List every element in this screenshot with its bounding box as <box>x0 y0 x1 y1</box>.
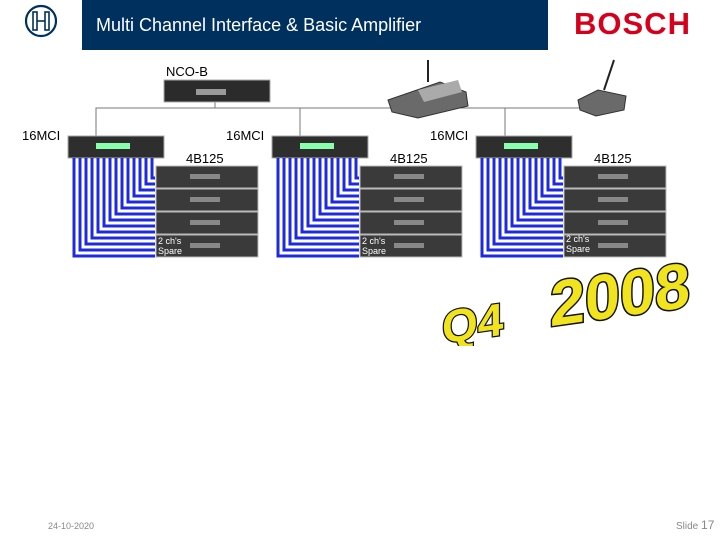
year-text: 2008 <box>550 260 690 340</box>
nco-b-label: NCO-B <box>166 64 208 79</box>
slide-number: Slide 17 <box>676 518 714 532</box>
logo-area <box>0 0 82 50</box>
spare-line-1: 2 ch's <box>362 236 386 246</box>
spare-label-1: 2 ch's Spare <box>158 236 182 256</box>
quarter-text: Q4 <box>442 293 504 346</box>
group-1 <box>67 135 259 258</box>
chairman-console-icon <box>387 60 469 119</box>
slide-number-value: 17 <box>701 518 715 532</box>
amplifier-stack <box>155 165 259 258</box>
amp-label-2: 4B125 <box>390 151 428 166</box>
delegate-console-icon <box>577 59 627 117</box>
amplifier-stack <box>359 165 463 258</box>
channel-cables <box>276 158 359 258</box>
spare-line-2: Spare <box>158 246 183 256</box>
bosch-armature-icon <box>24 4 58 38</box>
nco-b-unit <box>163 79 271 103</box>
mci-label-2: 16MCI <box>226 128 265 143</box>
amplifier-stack <box>563 165 667 258</box>
mci-label-3: 16MCI <box>430 128 469 143</box>
footer-date: 24-10-2020 <box>48 521 95 531</box>
spare-line-1: 2 ch's <box>158 236 182 246</box>
mci-unit <box>271 135 369 159</box>
header-bar: Multi Channel Interface & Basic Amplifie… <box>0 0 720 50</box>
brand-logo: BOSCH <box>574 6 691 41</box>
amp-label-1: 4B125 <box>186 151 224 166</box>
spare-line-2: Spare <box>362 246 387 256</box>
slide-label: Slide <box>676 521 699 532</box>
mci-unit <box>67 135 165 159</box>
amp-label-3: 4B125 <box>594 151 632 166</box>
channel-cables <box>72 158 155 258</box>
spare-line-1: 2 ch's <box>566 234 590 244</box>
spare-label-2: 2 ch's Spare <box>362 236 386 256</box>
network-cable <box>95 100 606 138</box>
mci-unit <box>475 135 573 159</box>
group-2 <box>271 135 463 258</box>
group-3 <box>475 135 667 258</box>
mci-label-1: 16MCI <box>22 128 61 143</box>
channel-cables <box>480 158 563 258</box>
title-band <box>82 0 548 50</box>
spare-label-3: 2 ch's Spare <box>566 234 590 254</box>
slide-title: Multi Channel Interface & Basic Amplifie… <box>96 15 422 35</box>
release-badge: Q4 2008 <box>441 260 692 346</box>
spare-line-2: Spare <box>566 244 591 254</box>
